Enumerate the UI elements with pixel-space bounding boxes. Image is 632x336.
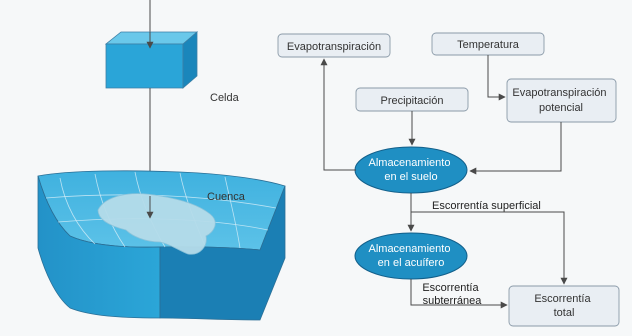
basin-grid-line — [45, 194, 277, 209]
arrow-temperatura-to-etp — [487, 55, 506, 101]
node-evapotranspiracion-potencial-line1: Evapotranspiración — [512, 87, 606, 99]
node-escorrentia-total-line2: total — [554, 307, 575, 319]
cell-side-face — [182, 31, 198, 89]
node-almacenamiento-suelo-line1: Almacenamiento — [369, 157, 451, 169]
cell-box — [104, 31, 199, 89]
svg-text:Evapotranspiración poten: Evapotranspiración potencial — [512, 87, 609, 114]
node-almacenamiento-acuifero-line2: en el acuífero — [378, 257, 445, 269]
basin-grid-line — [224, 176, 241, 249]
svg-text:Almacenamiento en el acu: Almacenamiento en el acuífero — [369, 243, 454, 269]
basin-block — [37, 170, 286, 321]
svg-text:Temperatura: Temperatura — [457, 39, 520, 51]
node-evapotranspiracion: Evapotranspiración — [277, 33, 391, 58]
node-temperatura: Temperatura — [431, 32, 545, 56]
edge-label-escorrentia-subterranea-line2: subterránea — [423, 295, 483, 307]
svg-text:Escorrentía total: Escorrentía total — [534, 293, 593, 319]
basin-grid-line — [59, 177, 96, 245]
svg-text:Almacenamiento en el sue: Almacenamiento en el suelo — [369, 157, 454, 183]
node-precipitacion: Precipitación — [355, 87, 469, 112]
arrow-acuifero-to-total — [410, 279, 508, 309]
arrow-superficial-to-total — [411, 211, 568, 285]
arrow-etp-to-suelo — [469, 122, 562, 175]
node-almacenamiento-suelo: Almacenamiento en el suelo — [354, 146, 468, 194]
label-cuenca: Cuenca — [207, 191, 246, 203]
cell-top-face — [104, 31, 199, 45]
svg-text:Precipitación: Precipitación — [381, 95, 444, 107]
node-almacenamiento-suelo-line2: en el suelo — [384, 171, 437, 183]
cell-front-face — [105, 43, 184, 89]
edge-label-escorrentia-superficial: Escorrentía superficial — [432, 200, 541, 212]
node-evapotranspiracion-potencial: Evapotranspiración potencial — [506, 78, 617, 123]
edge-label-escorrentia-subterranea: Escorrentía subterránea — [422, 282, 482, 307]
node-almacenamiento-acuifero: Almacenamiento en el acuífero — [354, 232, 468, 280]
node-escorrentia-total-line1: Escorrentía — [534, 293, 591, 305]
svg-text:Evapotranspiración: Evapotranspiración — [287, 41, 381, 53]
catchment-area — [97, 193, 216, 255]
label-celda: Celda — [210, 92, 240, 104]
node-almacenamiento-acuifero-line1: Almacenamiento — [369, 243, 451, 255]
node-evapotranspiracion-potencial-line2: potencial — [539, 102, 583, 114]
arrow-suelo-to-evapotranspiracion — [320, 58, 356, 171]
node-escorrentia-total: Escorrentía total — [508, 285, 620, 327]
edge-label-escorrentia-subterranea-line1: Escorrentía — [422, 282, 479, 294]
